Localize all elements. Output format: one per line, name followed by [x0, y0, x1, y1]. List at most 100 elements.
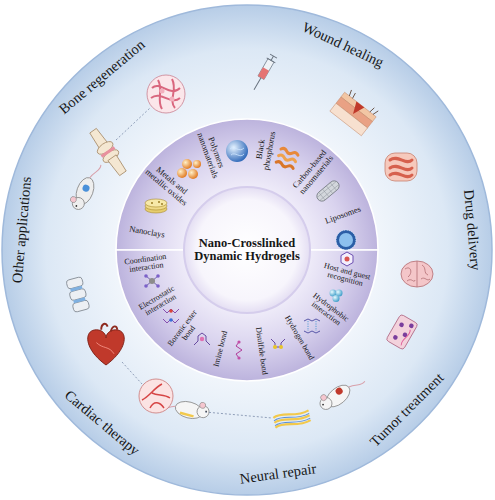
coordination-icon-part [156, 274, 160, 278]
nanoclay-icon-part [151, 202, 153, 204]
bone-scaffold-illustration [147, 75, 185, 113]
bone-joint-illustration [86, 126, 131, 179]
electrostatic-icon-part [169, 318, 173, 322]
syringe-illustration-part [258, 67, 269, 79]
brain-illustration-part [401, 261, 433, 287]
intestine-illustration-part [390, 158, 412, 176]
cardiac-tissue-illustration-part [139, 379, 173, 413]
mouse-tumor-illustration-part [319, 393, 327, 401]
skin-wound-illustration-part [336, 97, 372, 128]
hydrophobic-icon-part [336, 290, 343, 297]
carbon-nanotube-icon-part [315, 179, 341, 203]
black-phosphorus-icon [276, 148, 299, 170]
outer-ring-shape-outline [2, 5, 492, 495]
skin-wound-illustration-part [348, 90, 378, 116]
center-circle-shape-outline [184, 187, 310, 313]
bone-scaffold-illustration-part [147, 75, 185, 113]
bone-joint-illustration-part [95, 139, 115, 157]
imine-icon-part [236, 342, 242, 358]
mouse-tumor-illustration-part [334, 386, 344, 396]
vertebra-illustration-part [70, 286, 82, 292]
skin-wound-illustration [330, 88, 380, 136]
nerve-fiber-illustration-part [274, 412, 311, 427]
hydrophobic-icon-part [333, 295, 340, 302]
cardiac-tissue-illustration-part [142, 384, 170, 408]
heart-illustration-part [96, 343, 114, 354]
imine-icon-part [237, 356, 240, 359]
disulfide-icon-part [279, 345, 283, 349]
vertebra-illustration-part [69, 288, 87, 301]
coordination-icon-part [144, 274, 148, 278]
bone-scaffold-illustration-part [151, 79, 180, 109]
coordination-icon-part [149, 278, 155, 284]
bone-scaffold-illustration-part [160, 89, 165, 94]
brain-illustration-part [405, 261, 430, 287]
liposome-icon-part [339, 233, 353, 247]
hydrophobic-icon-part [330, 290, 337, 297]
mouse-other-illustration-part [71, 196, 86, 211]
imine-icon-part [237, 340, 240, 343]
coordination-icon-part [156, 284, 160, 288]
tumor-tissue-illustration-part [402, 332, 408, 338]
electrostatic-icon [163, 309, 179, 323]
nerve-fiber-illustration-part [273, 409, 311, 429]
mouse-tumor-illustration-part [349, 377, 365, 392]
boronic-ester-icon [194, 333, 210, 345]
mouse-tumor-illustration [316, 368, 367, 415]
center-title: Nano-Crosslinked Dynamic Hydrogels [191, 237, 303, 263]
tumor-tissue-illustration-part [398, 322, 404, 328]
metal-nanoparticles-icon [177, 159, 201, 179]
coordination-icon-part [146, 276, 158, 286]
hydrophobic-icon [330, 290, 343, 303]
mouse-nerve-illustration [158, 392, 211, 423]
nanoclay-icon-part [145, 199, 167, 207]
host-guest-icon-part [341, 252, 353, 266]
nanoclay-icon [145, 199, 167, 213]
mouse-tumor-illustration-part [318, 395, 335, 412]
mouse-nerve-illustration-part [196, 404, 211, 419]
bone-joint-illustration-part [108, 155, 127, 176]
leader-line [116, 108, 150, 140]
mouse-tumor-illustration-part [322, 381, 354, 411]
vertebra-illustration-part [66, 277, 84, 290]
mouse-tumor-illustration-part [322, 403, 325, 406]
mouse-nerve-illustration-part [199, 402, 206, 409]
host-guest-icon-part [345, 257, 350, 262]
intestine-illustration [385, 153, 417, 181]
mouse-nerve-illustration-part [158, 402, 175, 412]
vertebra-illustration [66, 277, 90, 313]
heart-illustration-part [101, 324, 117, 332]
vertebra-illustration-part [72, 300, 90, 313]
brain-illustration [401, 261, 433, 287]
carbon-nanotube-icon [315, 179, 341, 203]
tumor-tissue-illustration-part [386, 314, 418, 350]
disulfide-icon-part [273, 345, 277, 349]
tumor-tissue-illustration-part [400, 329, 411, 346]
coordination-icon-part [144, 284, 148, 288]
mouse-other-illustration-part [73, 175, 98, 207]
vertebra-illustration-part [73, 297, 85, 303]
imine-icon [236, 340, 242, 359]
electrostatic-icon-part [169, 309, 173, 313]
metal-nanoparticles-icon-part [188, 169, 198, 179]
leader-line [122, 362, 142, 384]
center-circle: Nano-Crosslinked Dynamic Hydrogels [184, 187, 310, 313]
electrostatic-icon-part [163, 319, 179, 323]
intestine-illustration-part [385, 153, 417, 181]
nanoclay-icon-part [161, 203, 163, 205]
nanoclay-icon-part [158, 201, 160, 203]
hydrogen-bond-icon-part [304, 331, 320, 333]
nanoclay-icon-part [145, 205, 167, 213]
mouse-other-illustration-part [70, 196, 78, 204]
mouse-other-illustration-part [82, 184, 91, 193]
nanoclay-icon-part [145, 202, 167, 210]
polymer-nanoparticle-icon-part [226, 140, 248, 162]
bone-joint-illustration-part [101, 146, 116, 158]
black-phosphorus-icon-part [276, 161, 294, 170]
skin-wound-illustration-part [330, 103, 368, 136]
polymer-nanoparticle-icon [226, 140, 248, 162]
mouse-nerve-illustration-part [173, 399, 204, 422]
hydrogen-bond-icon [304, 319, 320, 333]
